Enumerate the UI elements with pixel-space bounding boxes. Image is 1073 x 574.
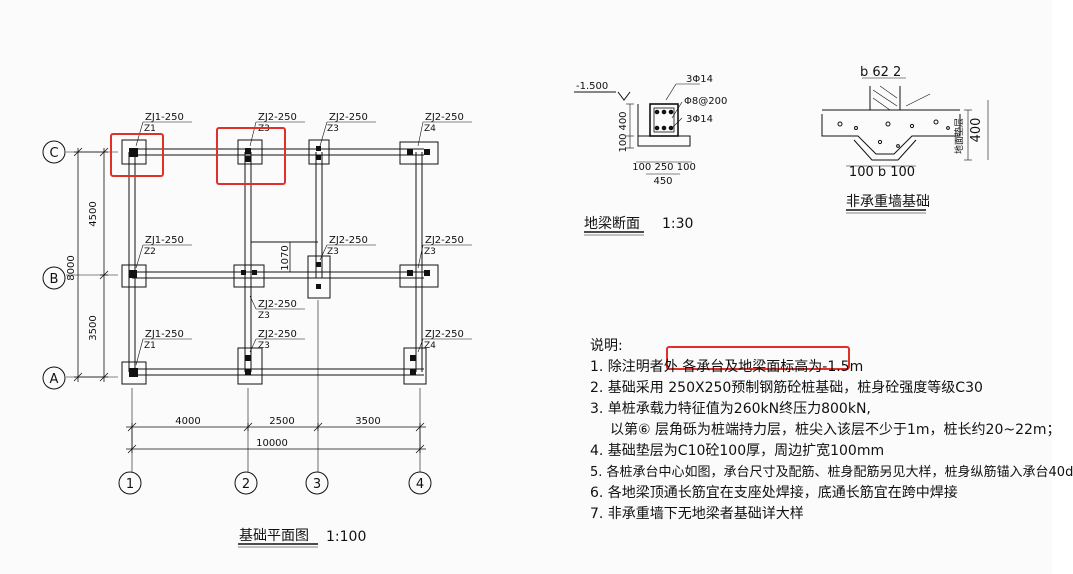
- beam-top-bars: 3Φ14: [686, 74, 713, 85]
- cap-label: ZJ1-250: [145, 329, 184, 340]
- cap-label: ZJ1-250: [145, 112, 184, 123]
- note-7: 7. 非承重墙下无地梁者基础详大样: [590, 506, 804, 522]
- beam-section-title: 地梁断面: [584, 216, 640, 232]
- axis-label-a: A: [50, 372, 59, 387]
- axis-label-3: 3: [313, 477, 321, 492]
- pile-label: Z2: [144, 247, 156, 257]
- plan-title: 基础平面图: [239, 527, 309, 544]
- beam-width-parts: 100 250 100: [632, 162, 696, 173]
- cap-label: ZJ2-250: [258, 112, 297, 123]
- dim-3500: 3500: [88, 315, 99, 340]
- pile-label: Z1: [144, 124, 156, 134]
- bottom-dimensions: [126, 422, 426, 454]
- beam-height: 400: [618, 111, 629, 130]
- pile-label: Z3: [258, 311, 270, 321]
- beam-section-scale: 1:30: [662, 216, 693, 232]
- pile-label: Z3: [424, 247, 436, 257]
- pile-label: Z3: [327, 124, 339, 134]
- beam-section-labels: -1.500 3Φ14 Φ8@200 3Φ14 400 100 100 250 …: [576, 74, 727, 232]
- axis-label-4: 4: [416, 477, 424, 492]
- cap-label: ZJ1-250: [145, 235, 184, 246]
- note-5: 5. 各桩承台中心如图，承台尺寸及配筋、桩身配筋另见大样，桩身纵筋锚入承台40d: [590, 465, 1073, 480]
- wall-side-label: 地面垫层: [953, 118, 965, 154]
- note-3: 3. 单桩承载力特征值为260kN终压力800kN,: [590, 401, 871, 417]
- ground-beams: [128, 148, 424, 376]
- highlight-box-z3: [216, 127, 286, 185]
- pile-caps: [121, 139, 439, 385]
- piles: [129, 146, 430, 377]
- note-4: 4. 基础垫层为C10砼100厚，周边扩宽100mm: [590, 443, 885, 459]
- pile-label: Z1: [144, 341, 156, 351]
- axis-label-2: 2: [242, 477, 250, 492]
- dim-3500-bottom: 3500: [355, 416, 380, 427]
- beam-cushion-height: 100: [618, 133, 629, 152]
- beam-bottom-bars: 3Φ14: [686, 114, 713, 125]
- dim-4000: 4000: [175, 416, 200, 427]
- dim-4500: 4500: [88, 201, 99, 226]
- beam-total-width: 450: [653, 176, 672, 187]
- wall-foundation-labels: b 62 2 400 地面垫层 100 b 100 非承重墙基础: [846, 65, 984, 210]
- plan-labels: C B A 1 2 3 4 4500 3500 8000 1070 4000 2…: [49, 112, 463, 545]
- wall-foundation-title: 非承重墙基础: [846, 193, 930, 210]
- plan-scale: 1:100: [326, 529, 366, 545]
- note-1-prefix: 1. 除注明者外: [590, 359, 678, 375]
- cap-label: ZJ2-250: [425, 329, 464, 340]
- axis-bubbles: [42, 140, 432, 495]
- design-notes: 说明: 1. 除注明者外 各承台及地梁面标高为-1.5m 2. 基础采用 250…: [590, 336, 1073, 525]
- beam-elevation: -1.500: [576, 81, 608, 92]
- cap-label: ZJ2-250: [425, 235, 464, 246]
- dim-2500: 2500: [269, 416, 294, 427]
- note-2: 2. 基础采用 250X250预制钢筋砼桩基础，桩身砼强度等级C30: [590, 380, 983, 396]
- wall-foundation-drawing: [821, 77, 989, 214]
- pile-label: Z4: [424, 341, 436, 351]
- dim-10000: 10000: [256, 438, 288, 449]
- axis-label-c: C: [49, 146, 58, 161]
- wall-width-label: b 62 2: [860, 65, 901, 80]
- pile-label: Z3: [327, 247, 339, 257]
- dim-8000: 8000: [66, 255, 77, 280]
- note-1: 1. 除注明者外 各承台及地梁面标高为-1.5m: [590, 357, 1050, 378]
- cap-label: ZJ2-250: [329, 112, 368, 123]
- beam-section-drawing: [574, 83, 700, 236]
- wall-bottom-label: 100 b 100: [849, 165, 915, 180]
- cap-label: ZJ2-250: [329, 235, 368, 246]
- dim-1070: 1070: [280, 245, 291, 270]
- cap-label: ZJ2-250: [258, 329, 297, 340]
- pile-label: Z3: [258, 124, 270, 134]
- axis-label-1: 1: [126, 477, 134, 492]
- cap-label: ZJ2-250: [258, 299, 297, 310]
- note-3b: 以第⑥ 层角砾为桩端持力层，桩尖入该层不少于1m，桩长约20~22m；: [610, 422, 1061, 438]
- pile-label: Z3: [258, 341, 270, 351]
- note-1-elevation: 各承台及地梁面标高为-1.5m: [682, 359, 864, 375]
- left-dimensions: [73, 147, 109, 382]
- pile-label: Z4: [424, 124, 436, 134]
- notes-heading: 说明:: [590, 338, 623, 354]
- axis-label-b: B: [50, 272, 59, 287]
- wall-height-label: 400: [969, 118, 984, 143]
- beam-stirrups: Φ8@200: [684, 96, 727, 107]
- highlight-box-z1: [110, 133, 164, 177]
- note-6: 6. 各地梁顶通长筋宜在支座处焊接，底通长筋宜在跨中焊接: [590, 485, 958, 501]
- cap-label: ZJ2-250: [425, 112, 464, 123]
- highlight-box-elevation: [666, 346, 850, 370]
